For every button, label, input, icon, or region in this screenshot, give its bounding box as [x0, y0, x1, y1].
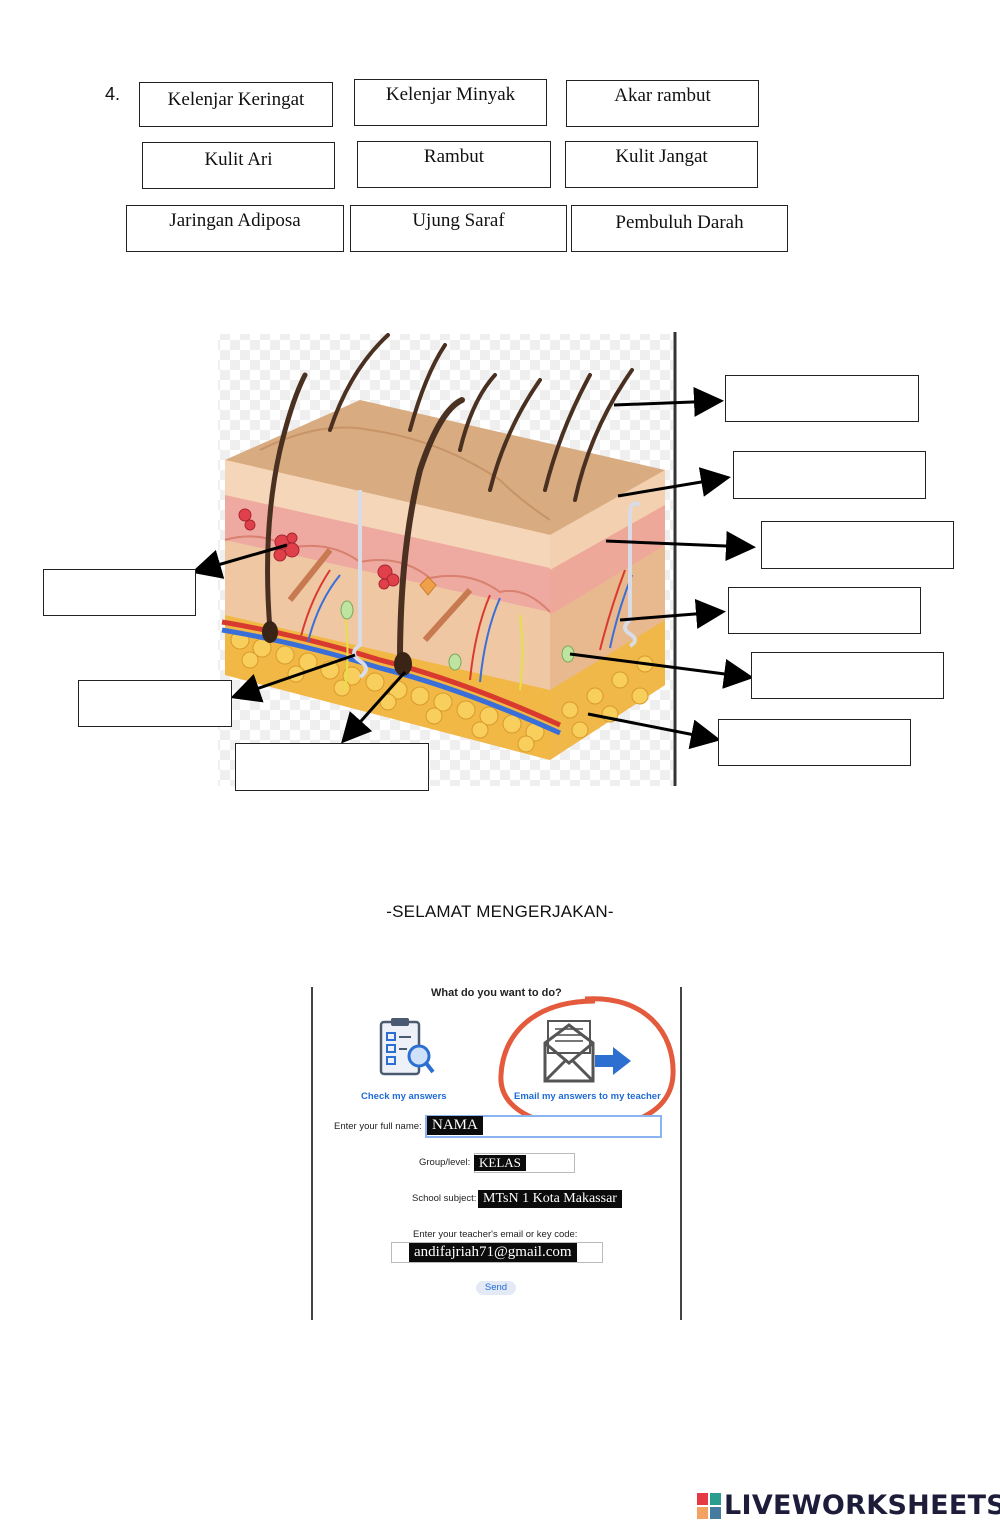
answer-box[interactable] [718, 719, 911, 766]
answer-box[interactable] [733, 451, 926, 499]
answer-box[interactable] [78, 680, 232, 727]
clipboard-check-icon[interactable] [377, 1016, 437, 1078]
word-card[interactable]: Akar rambut [566, 80, 759, 127]
answer-box[interactable] [725, 375, 919, 422]
answer-box[interactable] [751, 652, 944, 699]
answer-box[interactable] [728, 587, 921, 634]
teacher-email-label: Enter your teacher's email or key code: [413, 1229, 578, 1240]
name-value: NAMA [427, 1116, 483, 1135]
word-card[interactable]: Kelenjar Minyak [354, 79, 547, 126]
email-teacher-link[interactable]: Email my answers to my teacher [514, 1091, 661, 1102]
panel-left-border [311, 987, 313, 1320]
panel-right-border [680, 987, 682, 1320]
skin-diagram [191, 332, 756, 786]
question-number: 4. [105, 84, 121, 104]
word-card[interactable]: Kulit Ari [142, 142, 335, 189]
name-label: Enter your full name: [334, 1121, 422, 1132]
brand-name: LIVEWORKSHEETS [724, 1490, 1000, 1521]
word-card[interactable]: Kelenjar Keringat [139, 82, 333, 127]
word-card[interactable]: Jaringan Adiposa [126, 205, 344, 252]
answer-box[interactable] [43, 569, 196, 616]
check-answers-link[interactable]: Check my answers [361, 1091, 447, 1102]
envelope-arrow-icon[interactable] [543, 1015, 635, 1085]
answer-box[interactable] [761, 521, 954, 569]
panel-heading: What do you want to do? [431, 987, 562, 999]
word-card[interactable]: Kulit Jangat [565, 141, 758, 188]
liveworksheets-logo-icon [697, 1492, 721, 1519]
group-label: Group/level: [419, 1157, 471, 1168]
liveworksheets-logo: LIVEWORKSHEETS [697, 1490, 1000, 1521]
teacher-email-value: andifajriah71@gmail.com [409, 1243, 577, 1262]
subject-value: MTsN 1 Kota Makassar [478, 1190, 622, 1208]
send-button[interactable]: Send [476, 1281, 516, 1295]
subject-label: School subject: [412, 1193, 477, 1204]
closing-greeting: -SELAMAT MENGERJAKAN- [386, 902, 614, 921]
highlight-circle [498, 996, 676, 1131]
group-value: KELAS [474, 1155, 526, 1171]
name-input[interactable] [425, 1115, 662, 1138]
word-card[interactable]: Ujung Saraf [350, 205, 567, 252]
submit-panel: What do you want to do? Check my answers… [311, 987, 684, 1320]
answer-box[interactable] [235, 743, 429, 791]
word-card[interactable]: Pembuluh Darah [571, 205, 788, 252]
word-card[interactable]: Rambut [357, 141, 551, 188]
